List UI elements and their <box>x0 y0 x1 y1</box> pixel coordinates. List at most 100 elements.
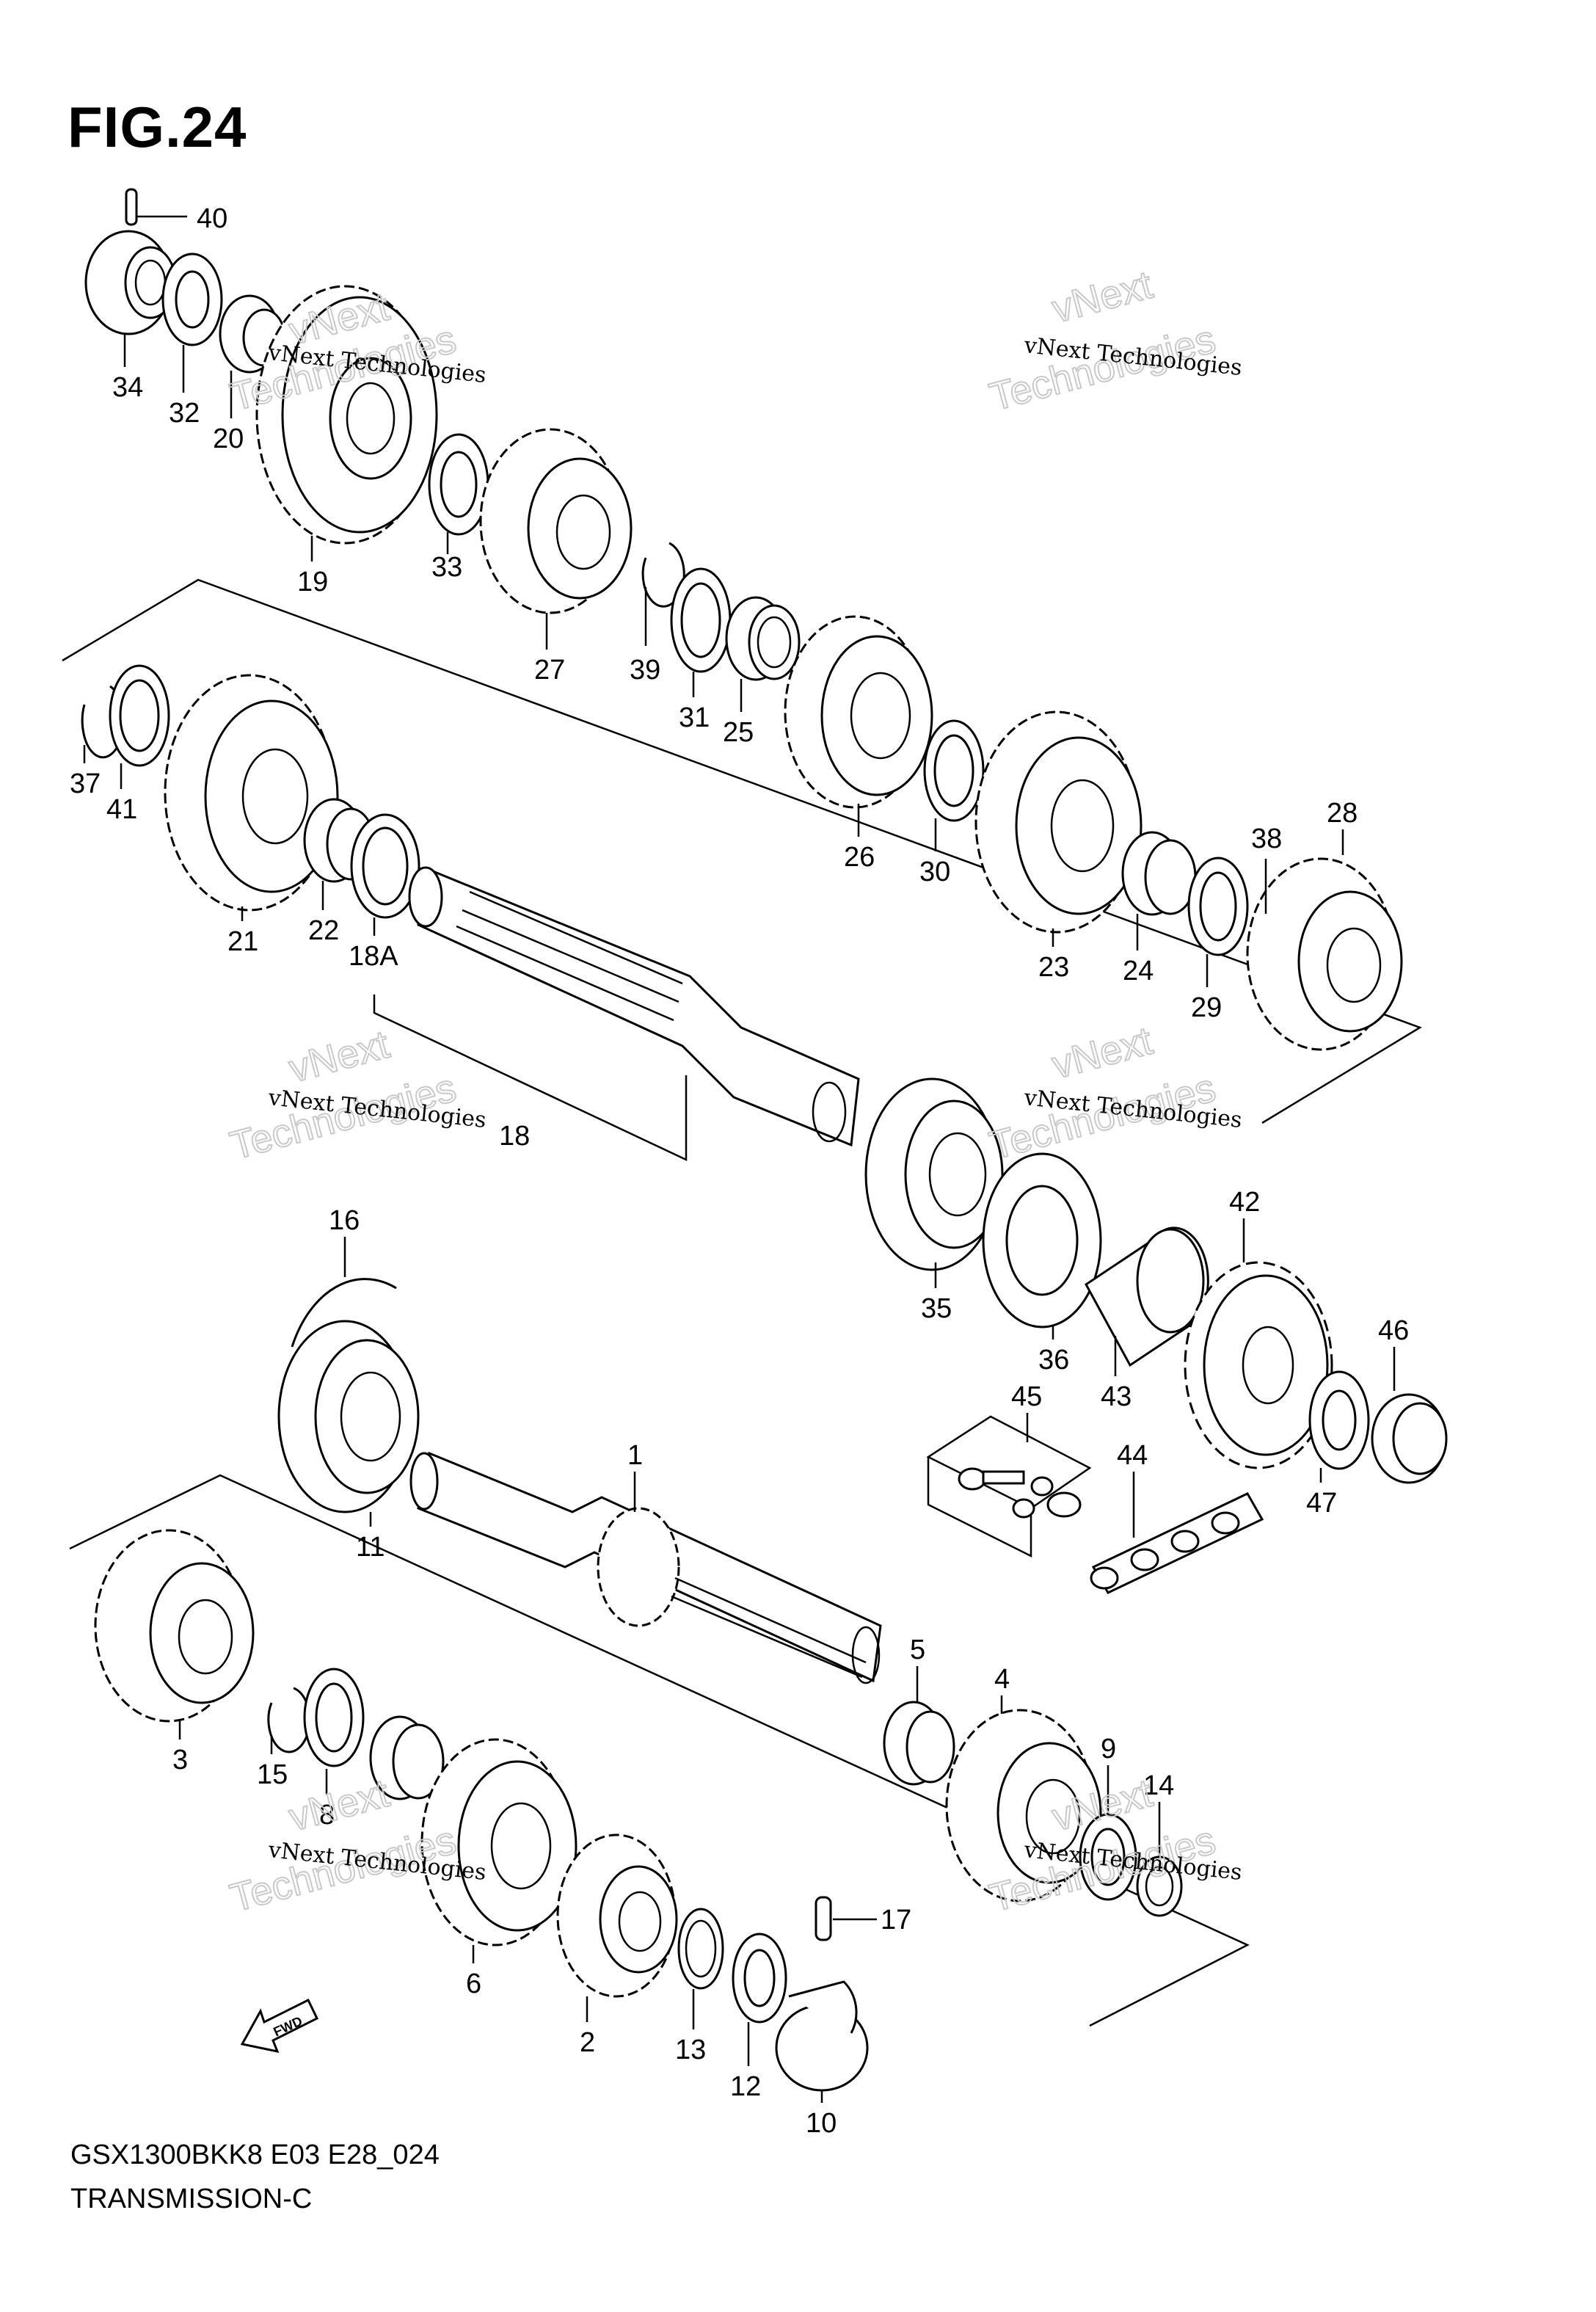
svg-text:vNext: vNext <box>1048 263 1157 332</box>
watermark-mid-left: vNext Technologies vNext Technologies <box>225 1022 488 1169</box>
callout-41: 41 <box>106 794 137 825</box>
washer-33 <box>428 433 489 536</box>
bearing-7 <box>369 1715 445 1800</box>
callout-28: 28 <box>1327 798 1358 829</box>
bearing-25 <box>725 596 801 681</box>
callout-12: 12 <box>730 2071 761 2102</box>
fwd-arrow-icon: FWD <box>240 1998 318 2054</box>
chain-joint-kit <box>926 1415 1092 1558</box>
callout-23: 23 <box>1038 952 1069 983</box>
pin-17 <box>815 1896 832 1941</box>
callout-39: 39 <box>630 655 660 686</box>
callout-45: 45 <box>1011 1381 1042 1412</box>
gear-26 <box>784 615 933 809</box>
callout-44: 44 <box>1117 1440 1148 1471</box>
callout-40: 40 <box>197 203 227 234</box>
washer-18a <box>350 813 420 919</box>
washer-41 <box>109 664 170 767</box>
callout-16: 16 <box>329 1205 360 1236</box>
upper-shaft-assembly <box>62 188 1448 1484</box>
callout-8: 8 <box>319 1800 335 1831</box>
callout-26: 26 <box>844 842 875 873</box>
washer-29 <box>1187 857 1249 956</box>
callout-17: 17 <box>881 1905 911 1935</box>
callout-22: 22 <box>308 915 339 946</box>
countershaft-outline <box>62 578 1422 1124</box>
gear-4 <box>945 1709 1102 1902</box>
leader-lines <box>83 215 1396 2103</box>
callout-6: 6 <box>466 1969 481 1999</box>
bearing-35 <box>864 1077 1004 1271</box>
callout-5: 5 <box>910 1635 925 1665</box>
nut-46 <box>1371 1393 1448 1484</box>
model-code: GSX1300BKK8 E03 E28_024 <box>70 2140 440 2170</box>
callout-37: 37 <box>70 768 101 799</box>
driveshaft-1 <box>409 1451 882 1684</box>
gear-3 <box>94 1529 255 1723</box>
gear-27 <box>479 428 633 614</box>
countershaft-18 <box>408 866 860 1147</box>
callout-36: 36 <box>1038 1345 1069 1375</box>
gear-6 <box>420 1738 577 1946</box>
callout-42: 42 <box>1229 1187 1260 1218</box>
callout-38: 38 <box>1251 824 1282 854</box>
callout-29: 29 <box>1191 992 1222 1023</box>
washer-31 <box>670 567 732 673</box>
circlip-39 <box>641 542 685 608</box>
oil-seal-36 <box>982 1152 1102 1328</box>
lower-shaft-assembly <box>69 1278 1250 2092</box>
callout-4: 4 <box>994 1664 1010 1695</box>
collar-10 <box>775 1980 869 2092</box>
driveshaft-outline <box>69 1474 1250 2027</box>
callout-18: 18 <box>499 1121 530 1152</box>
callout-33: 33 <box>431 552 462 583</box>
drive-chain-44 <box>1090 1492 1264 1594</box>
washer-8 <box>303 1668 365 1767</box>
callout-24: 24 <box>1123 956 1154 986</box>
gear-2 <box>556 1833 678 1998</box>
callout-35: 35 <box>921 1293 952 1324</box>
svg-text:vNext: vNext <box>1048 1019 1157 1088</box>
callout-3: 3 <box>172 1745 188 1775</box>
callout-21: 21 <box>227 926 258 957</box>
svg-text:vNext: vNext <box>285 1022 394 1091</box>
callout-9: 9 <box>1101 1734 1116 1764</box>
figure-title: FIG.24 <box>68 95 247 159</box>
section-name: TRANSMISSION-C <box>70 2184 313 2214</box>
callout-18a: 18A <box>349 941 398 972</box>
callout-11: 11 <box>356 1532 385 1563</box>
watermark-top-right: vNext Technologies vNext Technologies <box>985 262 1244 421</box>
callout-31: 31 <box>679 702 710 733</box>
callout-43: 43 <box>1101 1381 1132 1412</box>
gear-19 <box>255 285 438 545</box>
washer-47 <box>1308 1370 1370 1470</box>
callout-30: 30 <box>919 857 950 887</box>
callout-13: 13 <box>675 2035 706 2065</box>
bearing-24 <box>1121 831 1197 916</box>
callout-labels: 40 34 32 20 19 33 27 39 31 25 26 30 23 2… <box>70 203 1409 2139</box>
bearing-11 <box>277 1320 420 1513</box>
callout-27: 27 <box>534 655 565 686</box>
svg-text:vNext: vNext <box>285 1771 394 1840</box>
gear-23 <box>974 710 1143 934</box>
gear-21 <box>164 674 339 912</box>
callout-46: 46 <box>1378 1315 1409 1346</box>
collar-34 <box>84 230 177 335</box>
sprocket-42 <box>1184 1261 1333 1469</box>
bushing-5 <box>883 1701 955 1786</box>
callout-32: 32 <box>169 398 200 429</box>
gear-28 <box>1246 857 1403 1051</box>
watermark-mid-right: vNext Technologies vNext Technologies <box>985 1018 1244 1169</box>
callout-14: 14 <box>1143 1770 1174 1801</box>
callout-34: 34 <box>112 372 143 403</box>
callout-47: 47 <box>1306 1488 1337 1519</box>
callout-25: 25 <box>723 717 754 748</box>
callout-15: 15 <box>257 1759 288 1790</box>
pin-40 <box>125 188 138 226</box>
circlip-13 <box>677 1908 724 1990</box>
washer-32 <box>161 252 223 346</box>
callout-1: 1 <box>627 1440 643 1471</box>
spacer-43 <box>1085 1226 1209 1367</box>
